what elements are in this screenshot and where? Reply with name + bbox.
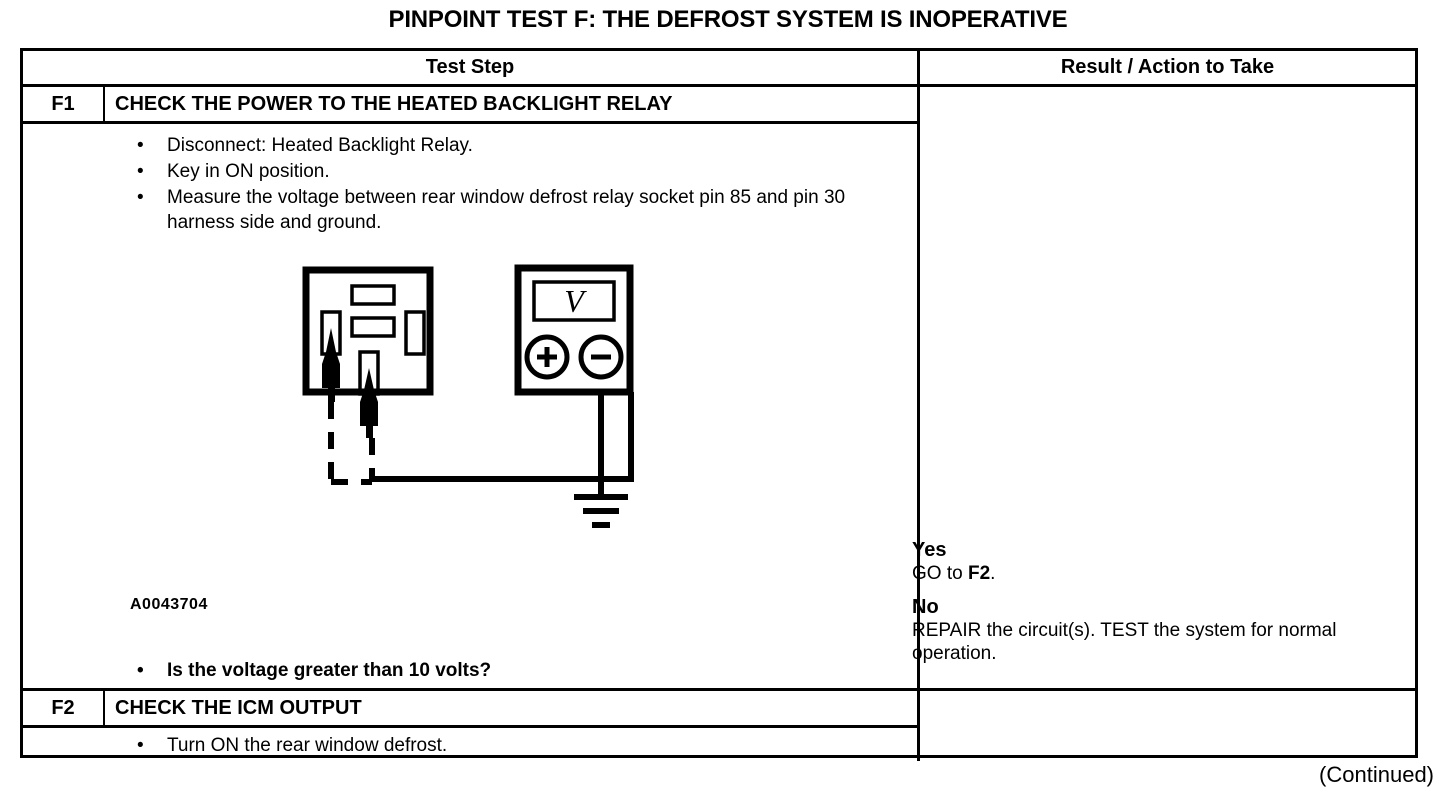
test-probe-center [360, 368, 378, 438]
result-yes-before: GO to [912, 563, 968, 584]
list-item-text: Measure the voltage between rear window … [167, 187, 846, 233]
bullet-icon: • [137, 735, 144, 756]
page-title: PINPOINT TEST F: THE DEFROST SYSTEM IS I… [388, 6, 1068, 33]
result-text-yes: GO to F2. [912, 562, 1382, 585]
result-label-yes: Yes [912, 539, 947, 561]
plus-icon-v [544, 347, 550, 367]
ground-icon [574, 494, 628, 528]
voltmeter-display [532, 280, 616, 322]
result-text-no: REPAIR the circuit(s). TEST the system f… [912, 620, 1337, 664]
voltmeter-body [514, 264, 634, 396]
step-title-f2: CHECK THE ICM OUTPUT [115, 697, 362, 719]
bullet-icon: • [137, 187, 144, 208]
f1-question-list: • Is the voltage greater than 10 volts? [115, 658, 905, 684]
list-item: • Disconnect: Heated Backlight Relay. [115, 133, 905, 158]
test-probe-left [322, 328, 340, 402]
positive-lead-wire [372, 392, 634, 482]
pinpoint-test-table: Test Step Result / Action to Take F1 CHE… [20, 48, 1418, 761]
f2-id-divider [103, 691, 105, 725]
result-label-no: No [912, 596, 939, 618]
step-id-f2: F2 [51, 697, 75, 719]
step-id-f1: F1 [51, 93, 75, 115]
diagram-svg: V [302, 264, 634, 528]
bullet-icon: • [137, 161, 144, 182]
voltmeter-positive-terminal [524, 334, 570, 380]
header-rule [23, 84, 1415, 87]
list-item: • Is the voltage greater than 10 volts? [115, 658, 905, 683]
question-text: Is the voltage greater than 10 volts? [167, 660, 492, 681]
list-item-text: Key in ON position. [167, 161, 330, 182]
minus-icon [591, 354, 611, 360]
result-yes-after: . [990, 563, 996, 584]
list-item-text: Turn ON the rear window defrost. [167, 735, 448, 756]
voltmeter-unit-label: V [564, 283, 587, 319]
bullet-icon: • [137, 135, 144, 156]
f1-block-rule [23, 688, 1415, 691]
f1-bullet-list: • Disconnect: Heated Backlight Relay. • … [115, 133, 905, 236]
list-item-text: Disconnect: Heated Backlight Relay. [167, 135, 473, 156]
f1-id-divider [103, 87, 105, 121]
figure-id: A0043704 [130, 596, 208, 613]
continued-label: (Continued) [1319, 762, 1434, 787]
list-item: • Turn ON the rear window defrost. [115, 733, 905, 758]
column-header-result-action: Result / Action to Take [1060, 56, 1275, 78]
f2-bullet-list: • Turn ON the rear window defrost. [115, 733, 905, 759]
list-item: • Measure the voltage between rear windo… [115, 185, 905, 235]
relay-terminal-slot-right [404, 310, 426, 356]
voltmeter-negative-terminal [578, 334, 624, 380]
list-item: • Key in ON position. [115, 159, 905, 184]
relay-terminal-slot-top [350, 284, 396, 306]
f1-title-rule [23, 121, 917, 124]
f1-result-block: Yes GO to F2. No REPAIR the circuit(s). … [912, 538, 1382, 665]
result-yes-target: F2 [967, 563, 991, 584]
column-header-test-step: Test Step [425, 56, 515, 78]
step-title-f1: CHECK THE POWER TO THE HEATED BACKLIGHT … [115, 93, 673, 115]
column-divider [917, 51, 920, 761]
f2-title-rule [23, 725, 917, 728]
relay-terminal-slot-middle [350, 316, 396, 338]
wiring-test-diagram: V [110, 260, 870, 580]
bullet-icon: • [137, 660, 144, 681]
